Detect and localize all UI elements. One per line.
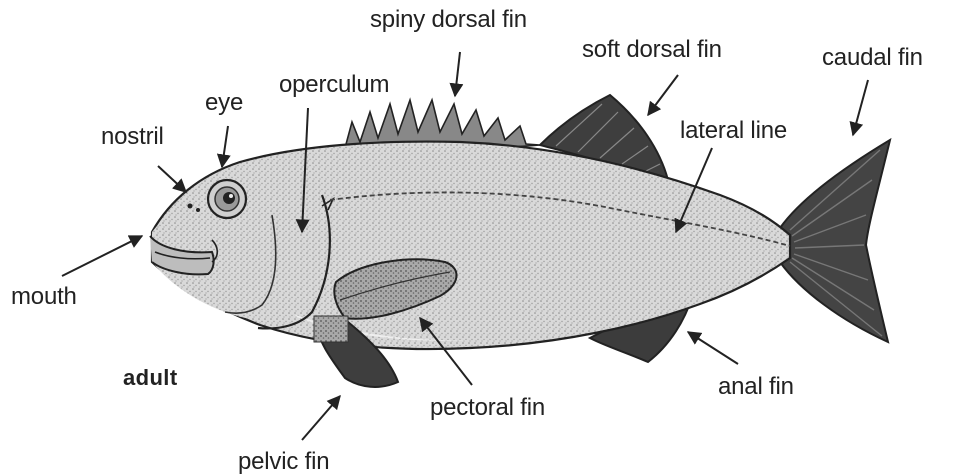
label-lateral-line: lateral line — [680, 117, 787, 145]
label-pelvic-fin: pelvic fin — [238, 448, 329, 476]
arrow-pelvic-fin — [302, 396, 340, 440]
arrow-eye — [222, 126, 228, 167]
label-eye: eye — [205, 89, 243, 117]
arrow-nostril — [158, 166, 186, 192]
label-spiny-dorsal-fin: spiny dorsal fin — [370, 6, 527, 34]
label-nostril: nostril — [101, 123, 164, 151]
arrow-soft-dorsal-fin — [648, 75, 678, 115]
label-soft-dorsal-fin: soft dorsal fin — [582, 36, 722, 64]
label-caudal-fin: caudal fin — [822, 44, 923, 72]
label-pectoral-fin: pectoral fin — [430, 394, 545, 422]
arrow-caudal-fin — [853, 80, 868, 135]
label-adult: adult — [123, 365, 178, 391]
label-anal-fin: anal fin — [718, 373, 794, 401]
arrow-anal-fin — [688, 332, 738, 364]
label-mouth: mouth — [11, 283, 77, 311]
nostril-shape — [188, 204, 193, 209]
arrow-spiny-dorsal-fin — [455, 52, 460, 96]
arrow-mouth — [62, 236, 142, 276]
label-operculum: operculum — [279, 71, 389, 99]
